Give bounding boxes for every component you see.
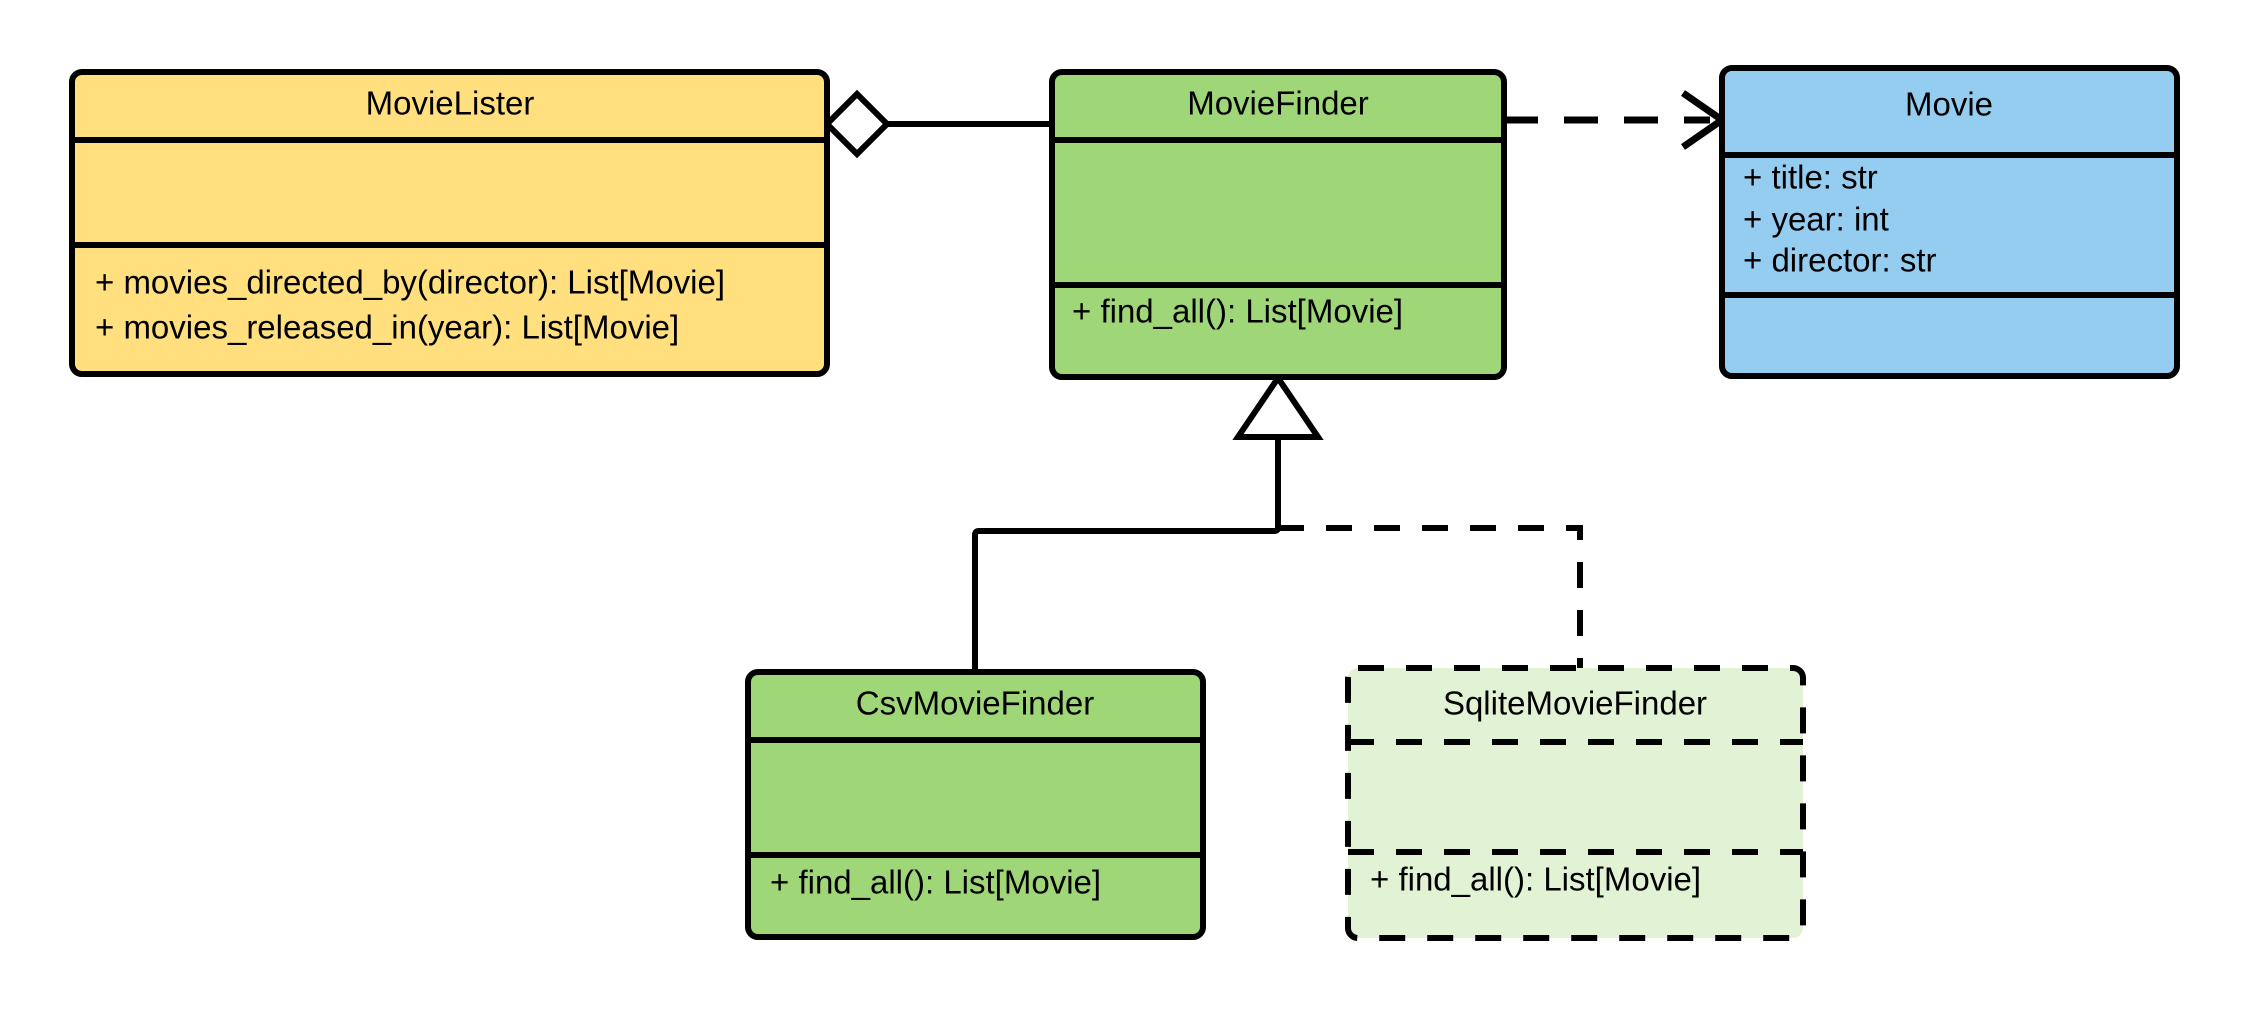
sqlite-movie-finder-frame xyxy=(1345,665,1806,941)
movie-lister-title: MovieLister xyxy=(366,85,535,122)
movie-lister-method-2: + movies_released_in(year): List[Movie] xyxy=(95,309,679,346)
class-box-sqlite-movie-finder[interactable]: SqliteMovieFinder + find_all(): List[Mov… xyxy=(1345,665,1806,941)
movie-title: Movie xyxy=(1905,86,1993,123)
movie-finder-frame xyxy=(1049,69,1507,380)
movie-finder-title: MovieFinder xyxy=(1187,85,1369,122)
class-box-movie-lister[interactable]: MovieLister + movies_directed_by(directo… xyxy=(69,69,830,377)
class-box-movie[interactable]: Movie + title: str + year: int + directo… xyxy=(1719,65,2180,379)
relationship-dependency-finder-movie[interactable] xyxy=(1504,90,1729,150)
movie-finder-method-1: + find_all(): List[Movie] xyxy=(1072,293,1403,330)
movie-lister-method-1: + movies_directed_by(director): List[Mov… xyxy=(95,264,725,301)
hollow-diamond-marker xyxy=(822,89,892,159)
inheritance-line-csv xyxy=(972,434,1281,672)
movie-lister-frame xyxy=(69,69,830,377)
class-box-csv-movie-finder[interactable]: CsvMovieFinder + find_all(): List[Movie] xyxy=(745,669,1206,940)
movie-frame xyxy=(1719,65,2180,379)
relationship-inheritance-sqlite-finder[interactable] xyxy=(1278,525,1583,668)
sqlite-movie-finder-title: SqliteMovieFinder xyxy=(1443,685,1707,722)
relationship-inheritance-csv-finder[interactable] xyxy=(972,434,1281,672)
movie-attr-2: + year: int xyxy=(1743,201,1889,238)
sqlite-movie-finder-method-1: + find_all(): List[Movie] xyxy=(1370,861,1701,898)
relationship-aggregation-lister-finder[interactable] xyxy=(822,89,1052,159)
class-box-movie-finder[interactable]: MovieFinder + find_all(): List[Movie] xyxy=(1049,69,1507,380)
hollow-triangle-marker xyxy=(1232,372,1324,440)
inheritance-line-sqlite xyxy=(1278,525,1583,668)
csv-movie-finder-title: CsvMovieFinder xyxy=(856,685,1094,722)
movie-attr-1: + title: str xyxy=(1743,159,1878,196)
movie-attr-3: + director: str xyxy=(1743,242,1936,279)
csv-movie-finder-method-1: + find_all(): List[Movie] xyxy=(770,864,1101,901)
